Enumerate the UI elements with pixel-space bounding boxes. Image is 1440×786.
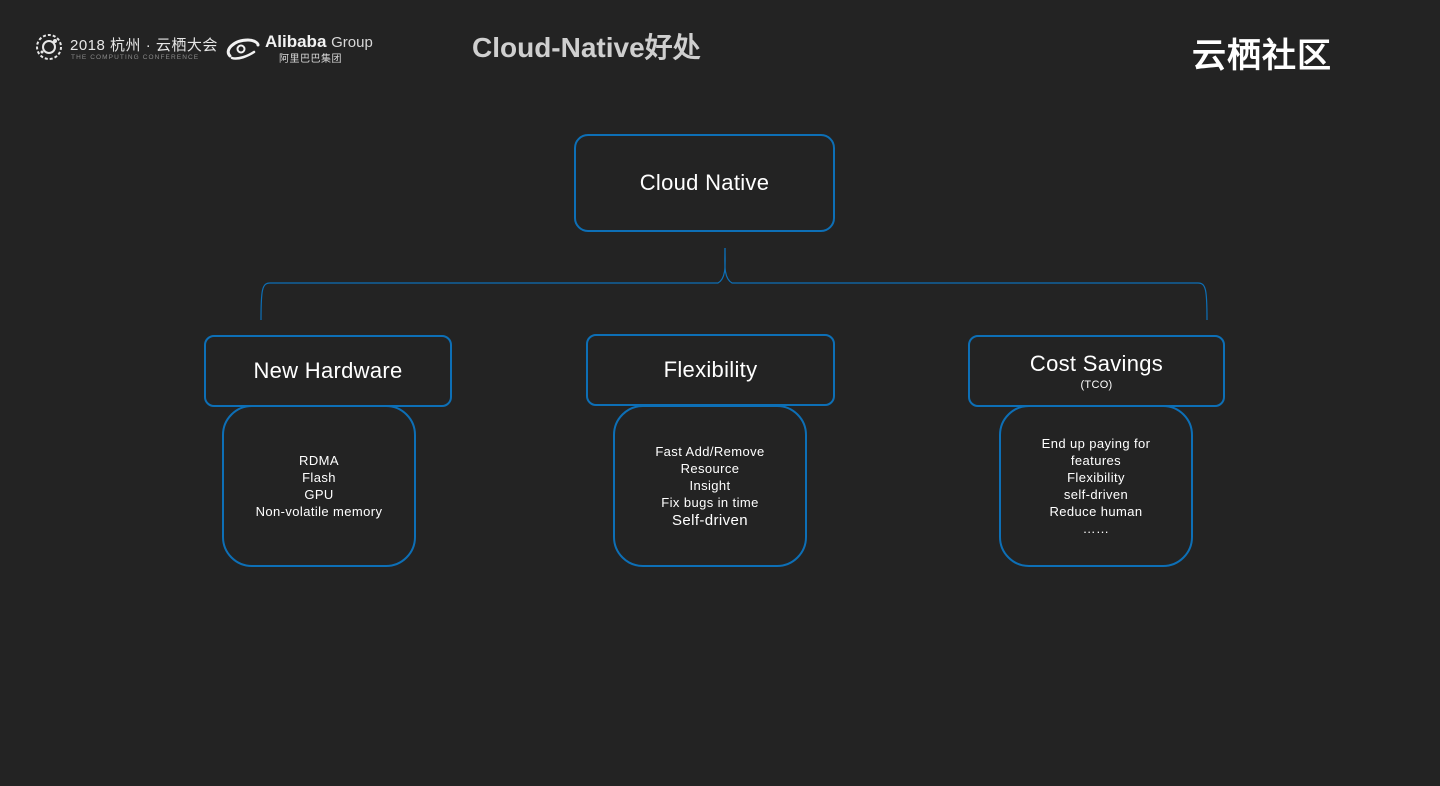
detail-cost-savings: End up paying for features Flexibility s… bbox=[999, 405, 1193, 567]
slide-title: Cloud-Native好处 bbox=[472, 32, 701, 63]
conference-subtitle: THE COMPUTING CONFERENCE bbox=[71, 54, 200, 61]
yunqi-community-logo: 云栖社区 bbox=[1192, 28, 1332, 77]
conference-logo: 2018 杭州 · 云栖大会 THE COMPUTING CONFERENCE bbox=[34, 32, 217, 66]
detail-item: Resource bbox=[680, 460, 740, 476]
alibaba-wordmark-cn: 阿里巴巴集团 bbox=[279, 54, 342, 65]
detail-item: Flexibility bbox=[1067, 470, 1125, 485]
detail-new-hardware: RDMA Flash GPU Non-volatile memory bbox=[222, 405, 416, 567]
root-node: Cloud Native bbox=[574, 134, 835, 232]
detail-item: Fix bugs in time bbox=[661, 494, 759, 510]
alibaba-wordmark: Alibaba Group bbox=[265, 32, 373, 51]
category-note: (TCO) bbox=[1080, 379, 1113, 391]
alibaba-group-logo: Alibaba Group 阿里巴巴集团 bbox=[224, 32, 389, 65]
detail-item: Flash bbox=[302, 470, 336, 485]
detail-item: Insight bbox=[689, 477, 731, 493]
root-label: Cloud Native bbox=[639, 170, 770, 195]
detail-item: Fast Add/Remove bbox=[655, 443, 765, 459]
detail-item: End up paying for bbox=[1041, 436, 1151, 451]
detail-item: features bbox=[1070, 453, 1122, 468]
detail-item: self-driven bbox=[1063, 487, 1129, 502]
detail-item: GPU bbox=[304, 487, 334, 502]
category-label: Flexibility bbox=[663, 357, 758, 382]
detail-item: Self-driven bbox=[671, 511, 749, 529]
alibaba-logo-icon bbox=[226, 38, 260, 60]
detail-flexibility: Fast Add/Remove Resource Insight Fix bug… bbox=[613, 405, 807, 567]
yunqi-community-text: 云栖社区 bbox=[1192, 37, 1332, 75]
category-label: New Hardware bbox=[253, 358, 403, 383]
category-new-hardware: New Hardware bbox=[204, 335, 452, 407]
category-label: Cost Savings bbox=[1029, 351, 1164, 376]
conference-title: 2018 杭州 · 云栖大会 bbox=[70, 37, 218, 54]
detail-item: …… bbox=[1082, 521, 1110, 536]
detail-item: RDMA bbox=[299, 453, 339, 468]
category-cost-savings: Cost Savings (TCO) bbox=[968, 335, 1225, 407]
detail-item: Reduce human bbox=[1049, 504, 1143, 519]
category-flexibility: Flexibility bbox=[586, 334, 835, 406]
conference-emblem-icon bbox=[36, 34, 62, 60]
detail-item: Non-volatile memory bbox=[255, 504, 383, 519]
